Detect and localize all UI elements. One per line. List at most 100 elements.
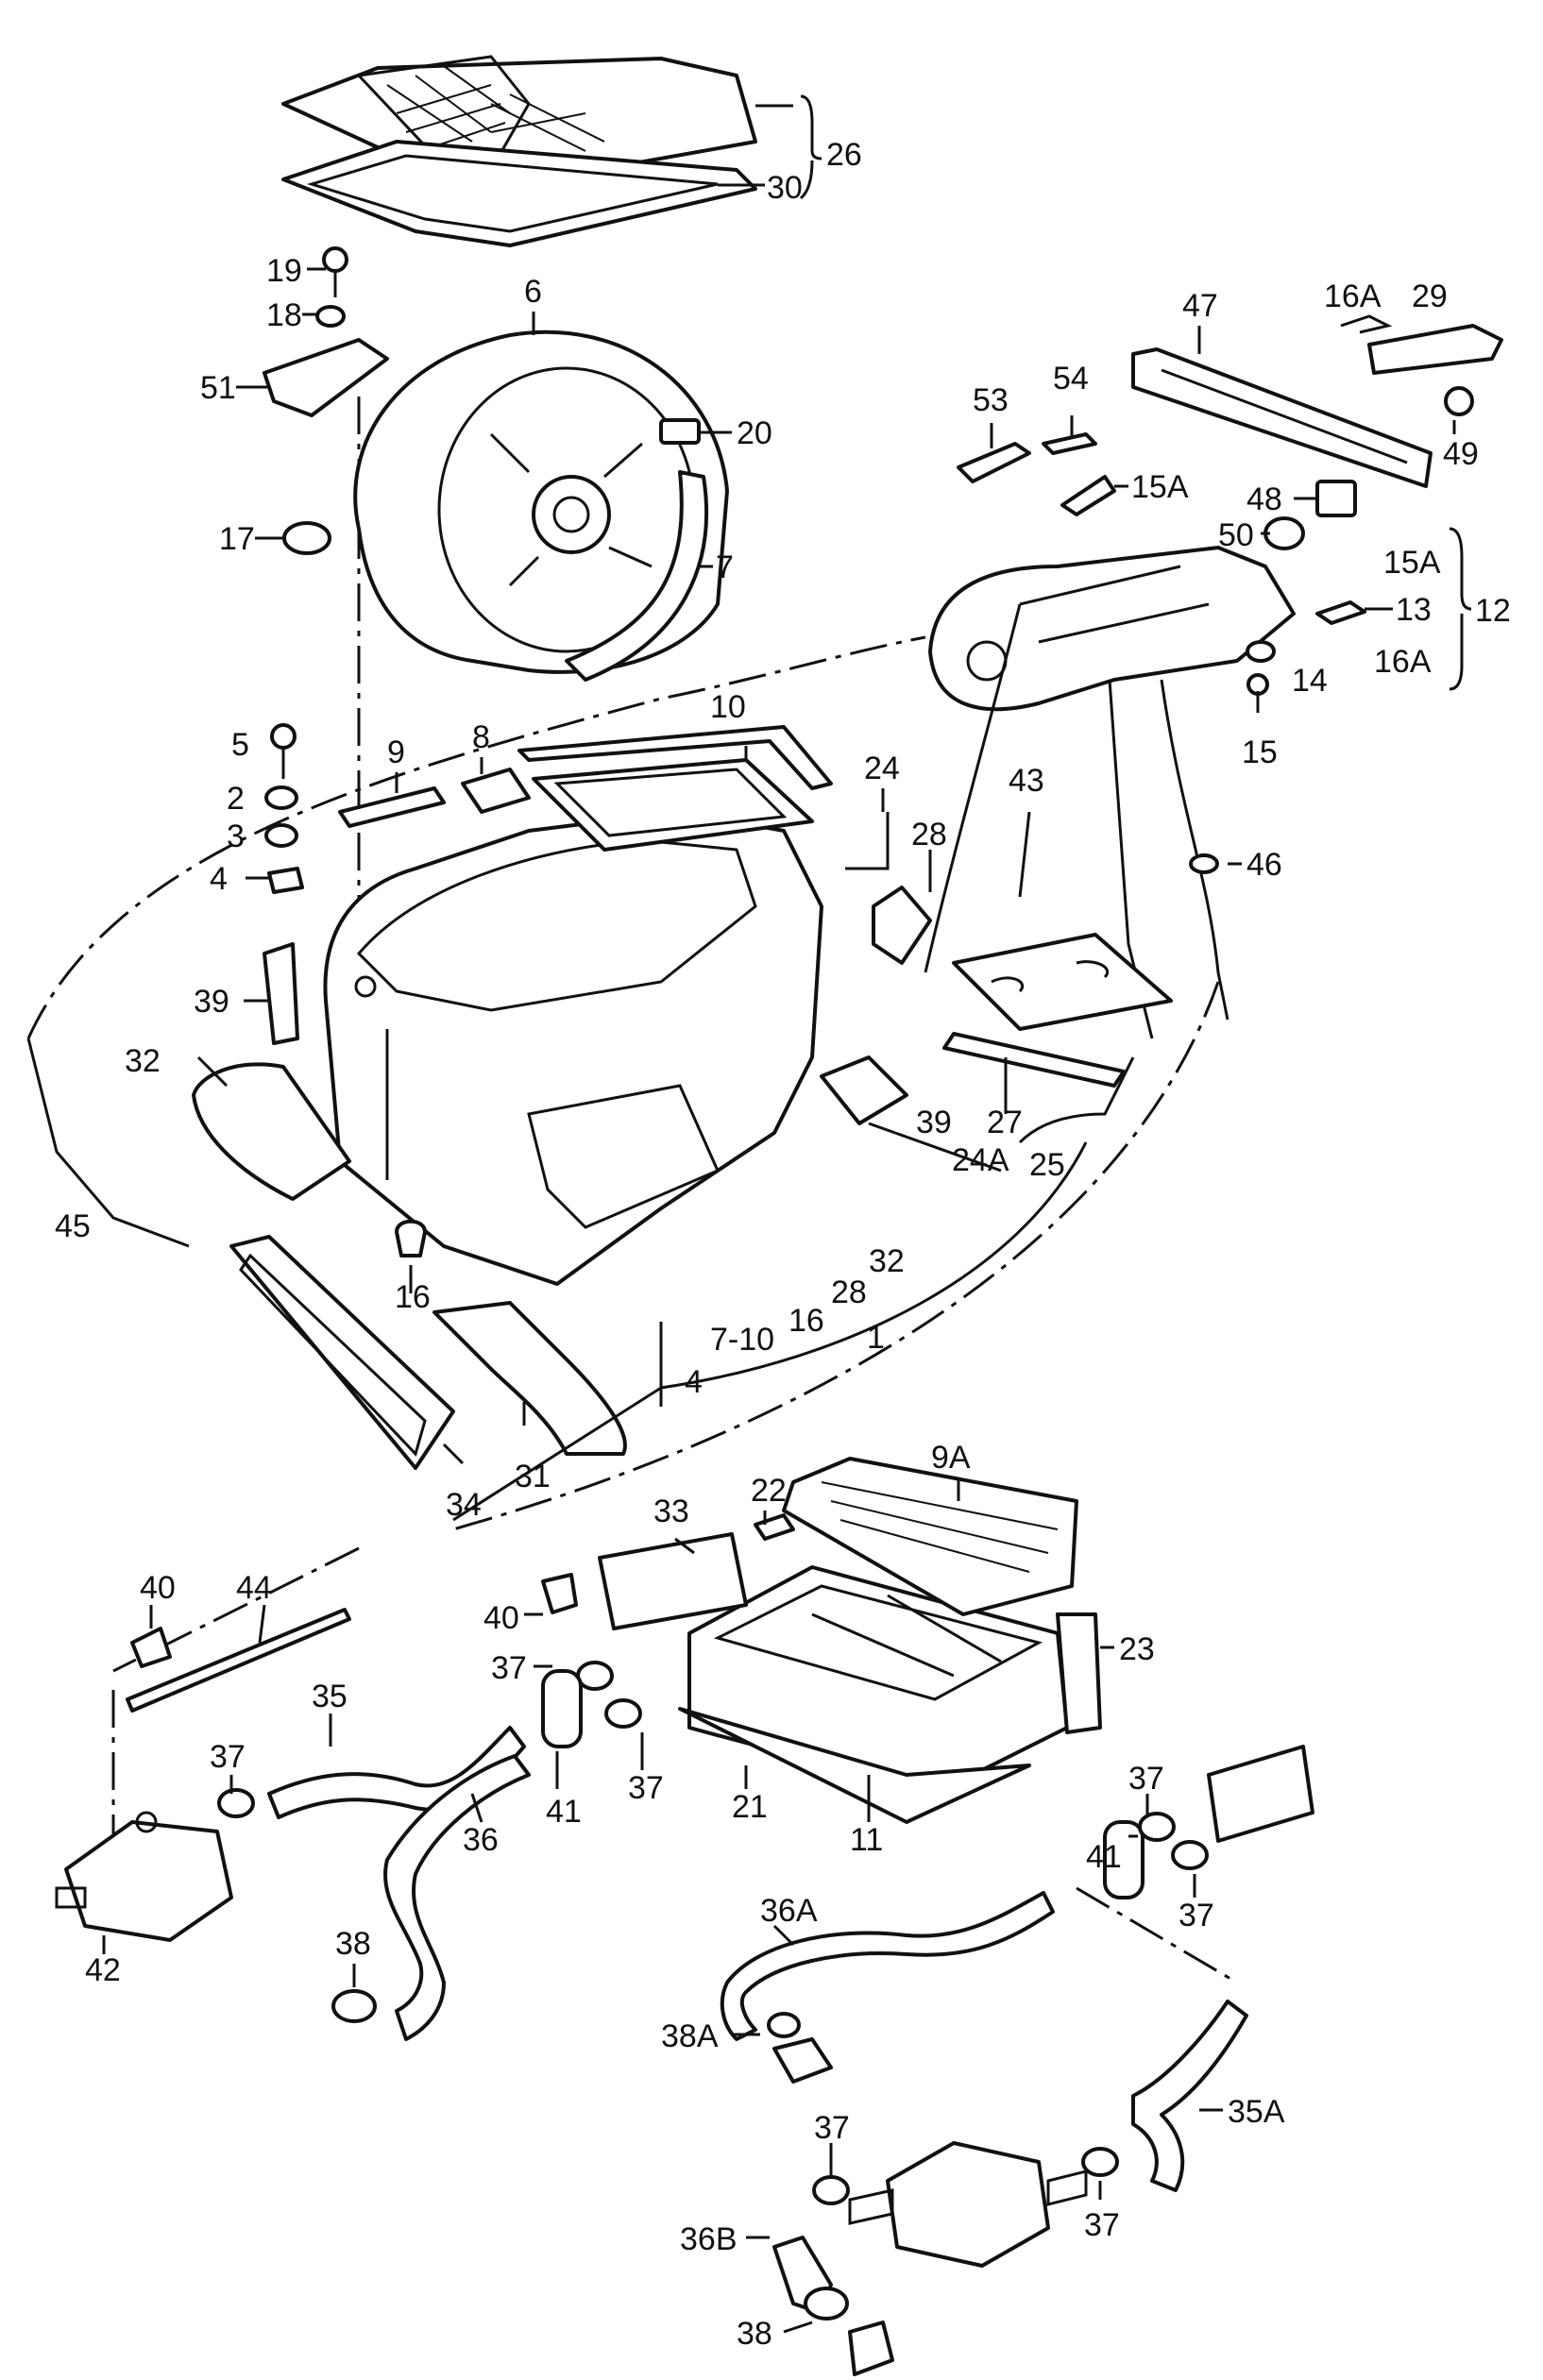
knob-49 bbox=[1444, 386, 1474, 416]
seal-9 bbox=[338, 786, 446, 828]
clip-16A-top bbox=[1340, 314, 1393, 334]
clamp-37-e bbox=[1171, 1840, 1209, 1870]
callout: 47 bbox=[1182, 288, 1218, 324]
fitting-41-a bbox=[541, 1669, 583, 1748]
duct-31 bbox=[432, 1301, 627, 1456]
callout: 15A bbox=[1383, 545, 1441, 581]
callout: 7 bbox=[716, 549, 734, 585]
lever-29 bbox=[1367, 324, 1503, 375]
callout: 37 bbox=[1084, 2207, 1120, 2243]
callout: 12 bbox=[1475, 593, 1511, 629]
cable-46 bbox=[1160, 679, 1229, 1021]
callout: 35 bbox=[312, 1679, 348, 1714]
callout: 24A bbox=[952, 1142, 1009, 1178]
callout: 4 bbox=[685, 1364, 703, 1400]
callout: 8 bbox=[472, 719, 490, 755]
control-panel-47 bbox=[1131, 347, 1433, 488]
callout: 24 bbox=[864, 751, 900, 786]
callout: 3 bbox=[227, 819, 245, 854]
screw-5 bbox=[270, 723, 297, 779]
duct-32 bbox=[192, 1062, 351, 1201]
callout: 26 bbox=[826, 137, 862, 173]
lever-28 bbox=[872, 886, 932, 965]
callout: 31 bbox=[515, 1459, 551, 1494]
pump-valve bbox=[848, 2141, 1088, 2268]
cable-45 bbox=[26, 1038, 190, 1248]
callout: 54 bbox=[1053, 361, 1089, 397]
washer-18 bbox=[315, 305, 346, 328]
fitting-38A bbox=[767, 2012, 833, 2084]
clamp-37-g bbox=[1081, 2147, 1119, 2177]
callout: 48 bbox=[1246, 481, 1282, 517]
washer-14 bbox=[1246, 640, 1276, 663]
callout: 28 bbox=[911, 817, 947, 852]
callout: 53 bbox=[973, 382, 1009, 418]
callout: 51 bbox=[200, 370, 236, 406]
seal-21 bbox=[678, 1707, 1031, 1824]
fitting-41-b bbox=[1103, 1820, 1145, 1899]
bulb-54 bbox=[1042, 432, 1097, 455]
leader-lines bbox=[102, 94, 1472, 2334]
callout: 22 bbox=[751, 1473, 787, 1509]
callout: 20 bbox=[737, 415, 772, 451]
callout: 19 bbox=[266, 253, 302, 289]
bracket-40-left bbox=[130, 1627, 172, 1668]
valve-42 bbox=[55, 1811, 233, 1942]
washer-2 bbox=[264, 785, 298, 810]
callout: 16A bbox=[1374, 644, 1432, 680]
callout: 21 bbox=[732, 1789, 768, 1825]
grommet-17 bbox=[282, 521, 331, 555]
callout: 35A bbox=[1228, 2094, 1285, 2130]
callout: 33 bbox=[653, 1494, 689, 1529]
flap-25 bbox=[952, 933, 1173, 1031]
callout: 6 bbox=[524, 274, 542, 310]
filter-frame-10 bbox=[532, 758, 814, 852]
cable-43 bbox=[924, 603, 1022, 973]
bracket-51 bbox=[263, 338, 389, 417]
callout: 29 bbox=[1412, 279, 1448, 314]
gasket-top-10 bbox=[517, 725, 833, 790]
callout: 9A bbox=[931, 1440, 971, 1476]
clip-4 bbox=[267, 867, 304, 894]
callout: 7-10 bbox=[710, 1322, 774, 1358]
seal-23 bbox=[1056, 1612, 1102, 1734]
callout: 30 bbox=[767, 170, 803, 206]
callout: 38 bbox=[737, 2316, 772, 2352]
knob-50 bbox=[1263, 516, 1305, 550]
callout: 11 bbox=[850, 1822, 883, 1858]
hose-36A bbox=[720, 1891, 1055, 2041]
callout: 15 bbox=[1242, 734, 1278, 770]
callout: 1 bbox=[867, 1320, 885, 1356]
heater-housing-1 bbox=[323, 810, 823, 1286]
callout: 9 bbox=[387, 734, 405, 770]
callout: 13 bbox=[1396, 592, 1432, 628]
callout: 44 bbox=[236, 1570, 272, 1606]
callout: 36A bbox=[760, 1893, 818, 1929]
callout: 46 bbox=[1246, 847, 1282, 883]
clamp-37-d bbox=[1138, 1812, 1176, 1842]
seal-22 bbox=[754, 1513, 795, 1541]
clamp-37-b bbox=[576, 1661, 614, 1691]
callout: 37 bbox=[1178, 1898, 1214, 1933]
seal-27 bbox=[942, 1032, 1126, 1088]
callout: 34 bbox=[446, 1487, 482, 1523]
callout: 41 bbox=[546, 1794, 582, 1830]
callout: 37 bbox=[814, 2110, 850, 2146]
callout: 14 bbox=[1292, 663, 1328, 699]
callout: 17 bbox=[219, 521, 255, 557]
callout: 16A bbox=[1324, 279, 1382, 314]
cover-33 bbox=[598, 1532, 748, 1630]
clamp-37-c bbox=[604, 1698, 642, 1729]
clamp-38-b bbox=[804, 2287, 849, 2321]
control-assembly-12 bbox=[928, 546, 1296, 1039]
callout: 49 bbox=[1443, 436, 1479, 472]
callout: 40 bbox=[483, 1600, 519, 1636]
clamp-38-a bbox=[331, 1989, 377, 2023]
bracket-39 bbox=[263, 942, 299, 1045]
callout: 41 bbox=[1086, 1839, 1122, 1875]
duct-24A bbox=[820, 1055, 908, 1125]
callout: 5 bbox=[231, 727, 249, 763]
lamp-53 bbox=[957, 442, 1031, 483]
callout: 38A bbox=[661, 2018, 719, 2054]
